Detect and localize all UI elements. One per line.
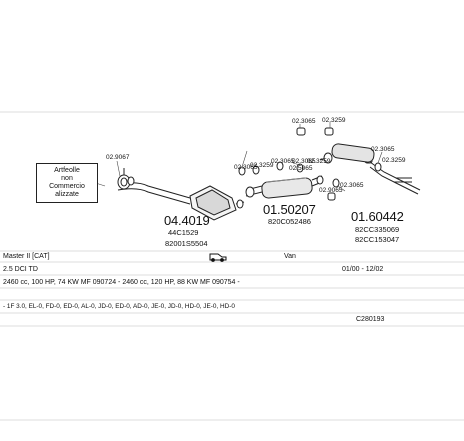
note-box: Artfeolle non Commercio alizzate xyxy=(36,163,98,203)
table-lines xyxy=(0,111,464,421)
note-line-1: Artfeolle xyxy=(54,167,80,174)
catalytic-converter xyxy=(189,185,245,221)
part-number-1: 04.4019 xyxy=(164,213,210,228)
part-sub-3b: 82CC153047 xyxy=(355,235,400,244)
part-number-3: 01.60442 xyxy=(351,209,404,224)
note-line-3: Commercio alizzate xyxy=(49,183,85,198)
code-label: 02.3065 xyxy=(271,158,295,165)
ref-code: C280193 xyxy=(356,316,385,323)
part-sub-1b: 82001S5504 xyxy=(165,239,208,248)
code-label: 02.3065 xyxy=(371,146,395,153)
part-number-2: 01.50207 xyxy=(263,202,316,217)
rear-silencer xyxy=(319,143,421,195)
van-icon xyxy=(209,253,227,262)
part-sub-2a: 820C052486 xyxy=(268,217,311,226)
part-sub-1a: 44C1529 xyxy=(168,228,199,237)
code-label: 02.3065 xyxy=(234,164,258,171)
code-label: 02.5065 xyxy=(289,165,313,172)
clamp-front xyxy=(123,168,135,186)
code-label: 02.3065 xyxy=(340,182,364,189)
body-type: Van xyxy=(284,253,296,260)
engine-name: 2.5 DCI TD xyxy=(3,266,38,273)
middle-silencer xyxy=(238,161,324,199)
code-label: 02.3259 xyxy=(322,117,346,124)
model-name: Master II [CAT] xyxy=(3,253,50,260)
code-label: 02.3259 xyxy=(307,158,331,165)
code-label: 02.9067 xyxy=(106,154,130,161)
code-label: 02.9065 xyxy=(319,187,343,194)
code-label: 02.3259 xyxy=(382,157,406,164)
code-label: 02.3259 xyxy=(250,162,274,169)
date-range: 01/00 - 12/02 xyxy=(342,266,384,273)
spec-line: 2460 cc, 100 HP, 74 KW MF 090724 - 2460 … xyxy=(3,279,240,286)
code-label: 02.3065 xyxy=(292,118,316,125)
note-line-2: non xyxy=(61,175,73,182)
code-label: 02.3065 xyxy=(292,158,316,165)
code-line: - 1F 3.0, EL-0, FD-0, ED-0, AL-0, JD-0, … xyxy=(3,303,235,310)
part-sub-3a: 82CC335069 xyxy=(355,225,400,234)
